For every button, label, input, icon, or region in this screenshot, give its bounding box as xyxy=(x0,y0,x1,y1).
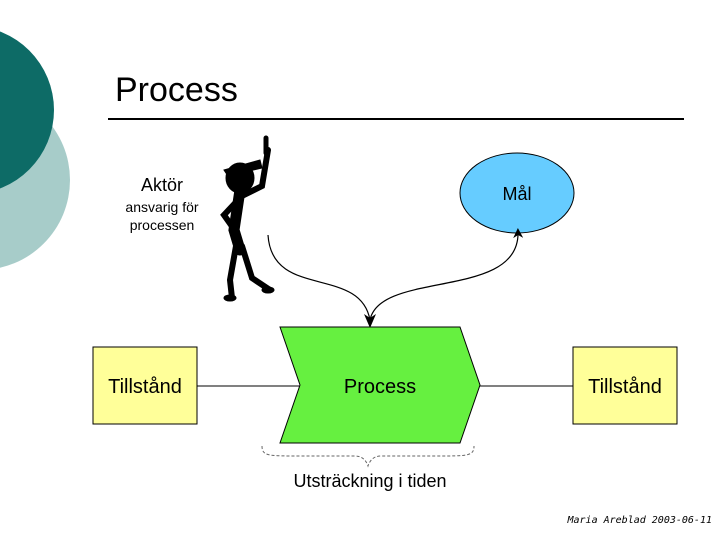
actor-label: Aktör xyxy=(141,175,183,195)
arrow-icon xyxy=(364,314,376,328)
goal-label: Mål xyxy=(502,184,531,204)
footer-author-date: Maria Areblad 2003-06-11 xyxy=(567,515,713,526)
process-chevron xyxy=(279,326,481,444)
actor-sub-label-1: ansvarig för xyxy=(125,199,198,215)
process-label: Process xyxy=(344,376,416,398)
stick-figure-icon xyxy=(220,135,275,302)
actor-sub-label-2: processen xyxy=(130,217,195,233)
state-right-box xyxy=(572,346,678,425)
brace-icon xyxy=(261,445,475,468)
decorative-circles xyxy=(0,31,70,268)
state-right-label: Tillstånd xyxy=(588,376,662,398)
page-title: Process xyxy=(115,71,238,109)
goal-arrow xyxy=(369,228,524,321)
duration-label: Utsträckning i tiden xyxy=(293,471,446,491)
actor-curve-line xyxy=(267,234,371,321)
decorative-circle-dark xyxy=(0,31,54,189)
state-left-label: Tillstånd xyxy=(108,376,182,398)
